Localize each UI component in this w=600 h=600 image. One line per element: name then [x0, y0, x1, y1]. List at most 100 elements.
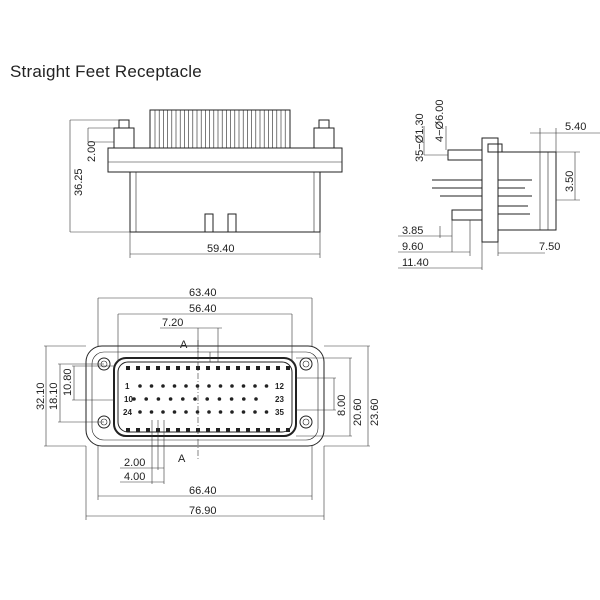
pin-label-10: 10: [124, 395, 133, 404]
mounting-hole: [299, 357, 313, 371]
pin: [230, 410, 234, 414]
dim-d3: 11.40: [402, 257, 429, 269]
cavity-key: [246, 366, 250, 370]
pin: [144, 397, 148, 401]
cavity-key: [286, 366, 290, 370]
cavity-key: [176, 428, 180, 432]
right-post: [313, 127, 335, 149]
dim-w56: 56.40: [189, 303, 217, 315]
outer-flange: [85, 345, 325, 447]
pin: [253, 410, 257, 414]
pin-label-23: 23: [275, 395, 284, 404]
pin: [207, 410, 211, 414]
cavity-key: [216, 428, 220, 432]
dim-h20: 20.60: [352, 398, 364, 426]
pin: [241, 384, 246, 388]
dim-w66: 66.40: [189, 485, 217, 497]
dim-width: 59.40: [207, 243, 235, 255]
cavity-key: [136, 428, 140, 432]
cavity-key: [266, 366, 270, 370]
pin: [207, 384, 211, 388]
dim-d4: 7.50: [539, 241, 560, 253]
mounting-hole: [299, 415, 313, 429]
pin: [181, 397, 185, 401]
dim-pin-dia-4: 4−Ø6.00: [434, 99, 446, 142]
pin: [149, 410, 154, 414]
fins: [154, 110, 286, 148]
front-view: 2.00 36.25 59.40: [69, 109, 343, 258]
pin: [161, 384, 165, 388]
cavity-key: [126, 428, 130, 432]
dim-d2: 9.60: [402, 241, 423, 253]
pin: [254, 397, 258, 401]
bottom-view: 1 10 24 12 23 35 A A 63.40 56.40 7.20: [35, 287, 381, 520]
cavity-key: [246, 428, 250, 432]
pin-array: [126, 366, 290, 432]
pin-label-12: 12: [275, 382, 284, 391]
pin: [205, 397, 209, 401]
dim-h8: 8.00: [336, 395, 348, 416]
pin: [218, 410, 223, 414]
cavity-key: [286, 428, 290, 432]
pin: [184, 410, 188, 414]
dim-pitch-4: 4.00: [124, 471, 145, 483]
dim-w7: 7.20: [162, 317, 183, 329]
pin: [172, 384, 177, 388]
cavity-key: [186, 428, 190, 432]
pin: [217, 397, 222, 401]
pin: [264, 410, 269, 414]
pin-label-24: 24: [123, 408, 132, 417]
pin: [218, 384, 223, 388]
cavity-key: [216, 366, 220, 370]
cavity-key: [276, 428, 280, 432]
side-flange: [481, 137, 499, 243]
pin: [172, 410, 177, 414]
dim-top-right: 5.40: [565, 121, 586, 133]
pin: [195, 384, 200, 388]
dim-pin-dia-35: 35−Ø1.30: [414, 113, 426, 162]
cavity-key: [266, 428, 270, 432]
receptacle-body: [129, 171, 321, 233]
section-label-top: A: [180, 339, 188, 351]
dim-h18: 18.10: [48, 382, 60, 410]
cavity-key: [236, 428, 240, 432]
pin: [230, 384, 234, 388]
pin: [264, 384, 269, 388]
dim-height-total: 36.25: [73, 168, 85, 196]
dim-pitch-2: 2.00: [124, 457, 145, 469]
cavity-key: [226, 428, 230, 432]
page-title: Straight Feet Receptacle: [10, 62, 202, 81]
pin: [156, 397, 161, 401]
left-post: [113, 127, 135, 149]
pin: [195, 410, 200, 414]
cavity-key: [166, 366, 170, 370]
pin: [229, 397, 234, 401]
section-label-bottom: A: [178, 453, 186, 465]
dim-d1: 3.85: [402, 225, 423, 237]
mounting-flange: [107, 147, 343, 173]
cavity-key: [156, 366, 160, 370]
pin: [132, 397, 136, 401]
cavity-key: [256, 366, 260, 370]
cavity-key: [146, 428, 150, 432]
pin: [138, 384, 142, 388]
dim-top-offset: 2.00: [86, 141, 98, 162]
dim-h32: 32.10: [35, 382, 47, 410]
cavity-key: [176, 366, 180, 370]
cavity-key: [256, 428, 260, 432]
side-view: 35−Ø1.30 4−Ø6.00 5.40 3.50 3.85 9.60 11.…: [398, 99, 600, 270]
pin: [184, 384, 188, 388]
pin: [138, 410, 142, 414]
dim-h10: 10.80: [62, 368, 74, 396]
pin: [242, 397, 246, 401]
pin-cavity: [113, 357, 297, 437]
pin: [193, 397, 197, 401]
pin-label-1: 1: [125, 382, 130, 391]
dim-right-height: 3.50: [564, 171, 576, 192]
pin-block: [149, 109, 291, 149]
cavity-key: [226, 366, 230, 370]
dim-w76: 76.90: [189, 505, 217, 517]
pin: [241, 410, 246, 414]
cavity-key: [146, 366, 150, 370]
